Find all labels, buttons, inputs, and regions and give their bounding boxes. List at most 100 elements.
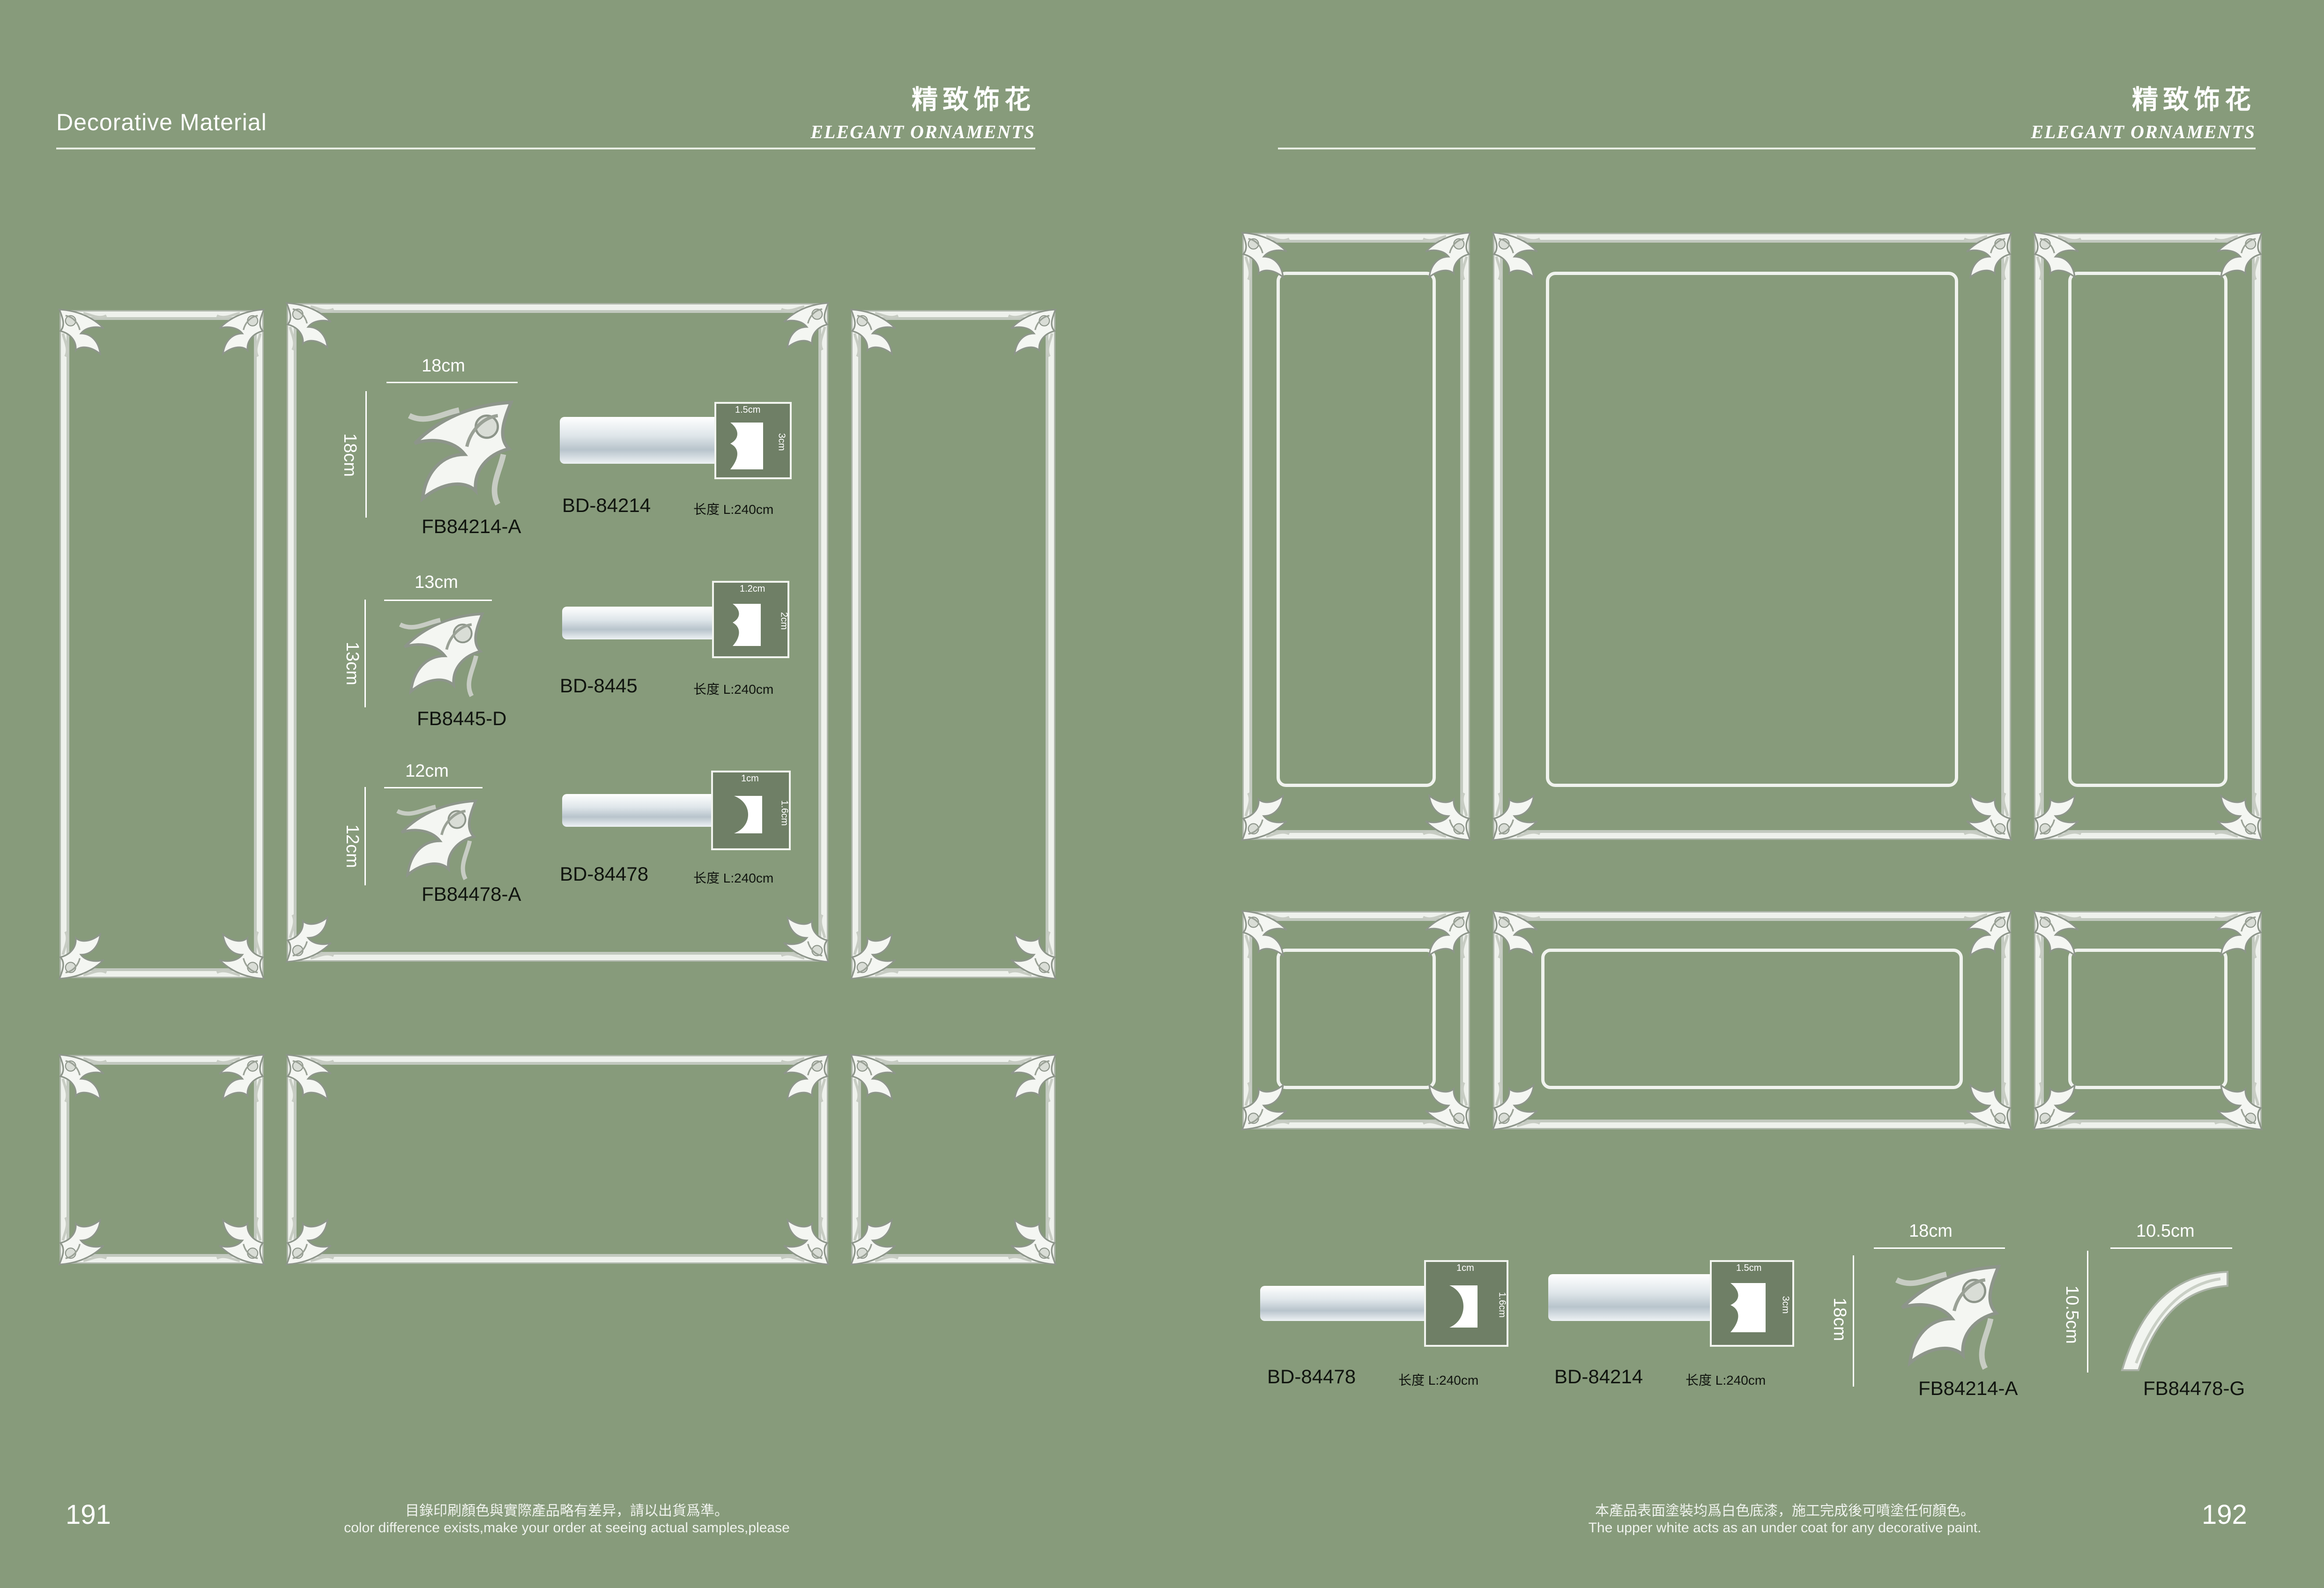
corner-ornament-icon <box>847 1212 903 1269</box>
ornament-height: 13cm <box>342 642 362 685</box>
header-cn-title-left: 精致饰花 <box>912 84 1035 115</box>
corner-ornament-icon <box>55 1212 111 1269</box>
corner-ornament-icon <box>776 1051 832 1107</box>
profile-width: 1.2cm <box>740 584 765 594</box>
ornament-code: FB8445-D <box>417 707 507 729</box>
wall-frame-short-left <box>61 1056 262 1262</box>
corner-ornament-icon <box>282 1212 339 1269</box>
section-title: Decorative Material <box>56 109 267 135</box>
molding-profile-icon: 1cm 1.6cm <box>711 771 791 850</box>
corner-ornament-icon <box>1418 907 1474 963</box>
footer-note-en: The upper white acts as an under coat fo… <box>1588 1520 1982 1536</box>
wall-frame-tall-left-r <box>1244 234 1469 839</box>
page-number-left: 191 <box>66 1499 111 1530</box>
corner-ornament-icon <box>55 927 111 983</box>
molding-sample <box>560 417 721 464</box>
corner-ornament-icon <box>1489 229 1545 285</box>
molding-sample <box>562 794 717 827</box>
corner-ornament-icon <box>776 910 832 966</box>
molding-sample <box>562 607 717 639</box>
ornament-code: FB84478-A <box>422 883 521 905</box>
corner-ornament-icon <box>1003 305 1060 362</box>
wall-frame-short-right-r <box>2035 913 2260 1128</box>
profile-height: 2cm <box>779 612 789 630</box>
molding-length: 长度 L:240cm <box>1685 1373 1766 1388</box>
corner-ornament-icon <box>1003 1051 1060 1107</box>
corner-ornament-icon <box>1489 907 1545 963</box>
wall-frame-tall-left <box>61 312 262 977</box>
corner-ornament-icon <box>1238 907 1294 963</box>
molding-sample <box>1260 1286 1429 1321</box>
wall-frame-tall-right-r <box>2035 234 2260 839</box>
profile-width: 1cm <box>741 773 759 784</box>
profile-width: 1.5cm <box>1736 1263 1762 1273</box>
footer-note-cn: 本產品表面塗裝均爲白色底漆，施工完成後可噴塗任何顏色。 <box>1595 1503 1975 1519</box>
corner-ornament-icon <box>282 299 339 355</box>
inner-panel <box>2068 272 2227 787</box>
dimension-line <box>384 787 483 788</box>
molding-length: 长度 L:240cm <box>693 682 774 697</box>
dimension-line <box>1874 1247 2005 1249</box>
header-rule-left <box>56 148 1035 149</box>
molding-profile-icon: 1cm 1.6cm <box>1424 1260 1508 1347</box>
corner-ornament-icon <box>2030 788 2086 844</box>
corner-ornament-icon <box>1003 927 1060 983</box>
inner-panel <box>1277 272 1436 787</box>
ornament-width: 18cm <box>1909 1221 1953 1241</box>
dimension-line <box>2087 1251 2088 1373</box>
dimension-line <box>365 391 367 518</box>
corner-ornament-icon <box>1959 907 2015 963</box>
dimension-line <box>1853 1255 1854 1387</box>
corner-ornament-icon <box>847 1051 903 1107</box>
corner-ornament-icon <box>212 927 268 983</box>
profile-height: 3cm <box>1780 1296 1791 1314</box>
corner-ornament-icon <box>282 910 339 966</box>
ornament-code: FB84214-A <box>1918 1377 2018 1399</box>
molding-length: 长度 L:240cm <box>693 871 774 885</box>
corner-ornament-icon <box>1959 229 2015 285</box>
molding-length: 长度 L:240cm <box>693 502 774 517</box>
ornament-height: 18cm <box>340 433 360 477</box>
footer-note-left: 目錄印刷顏色與實際產品略有差异，請以出貨爲準。 color difference… <box>262 1503 871 1536</box>
footer-note-en: color difference exists,make your order … <box>344 1520 790 1536</box>
dimension-line <box>364 600 366 707</box>
corner-ornament-icon <box>212 1051 268 1107</box>
molding-length: 长度 L:240cm <box>1398 1373 1479 1388</box>
corner-ornament-icon <box>776 299 832 355</box>
inner-panel <box>2068 949 2227 1089</box>
header-en-title-right: ELEGANT ORNAMENTS <box>2031 121 2256 142</box>
corner-ornament-icon <box>1489 1077 1545 1134</box>
inner-panel <box>1277 949 1436 1089</box>
corner-ornament-icon <box>847 927 903 983</box>
profile-height: 1.6cm <box>1497 1292 1507 1318</box>
dimension-line <box>386 382 518 383</box>
molding-profile-icon: 1.5cm 3cm <box>714 402 792 479</box>
corner-ornament-icon <box>1238 1077 1294 1134</box>
molding-code: BD-8445 <box>560 675 638 697</box>
ornament-height: 18cm <box>1829 1298 1849 1341</box>
molding-profile-icon: 1.2cm 2cm <box>712 581 789 658</box>
profile-width: 1cm <box>1456 1263 1474 1273</box>
wall-frame-short-center-r <box>1494 913 2010 1128</box>
profile-width: 1.5cm <box>735 405 761 415</box>
molding-code: BD-84478 <box>560 863 649 885</box>
corner-ornament-icon <box>1238 788 1294 844</box>
molding-code: BD-84478 <box>1267 1365 1356 1388</box>
wall-frame-tall-center-r <box>1494 234 2010 839</box>
page-number-right: 192 <box>2202 1499 2247 1530</box>
wall-frame-short-center <box>288 1056 827 1262</box>
profile-height: 1.6cm <box>779 800 790 826</box>
corner-ornament-icon <box>389 794 483 888</box>
corner-bracket-icon <box>2121 1270 2228 1371</box>
corner-ornament-icon <box>212 305 268 362</box>
corner-ornament-icon <box>2210 229 2266 285</box>
molding-code: BD-84214 <box>1554 1365 1643 1388</box>
corner-ornament-icon <box>2210 788 2266 844</box>
ornament-width: 12cm <box>405 761 449 781</box>
profile-height: 3cm <box>776 433 787 451</box>
molding-code: BD-84214 <box>562 494 651 516</box>
inner-panel <box>1541 949 1963 1089</box>
ornament-height: 12cm <box>342 824 362 868</box>
ornament-code: FB84478-G <box>2143 1377 2245 1399</box>
header-cn-title-right: 精致饰花 <box>2132 84 2256 115</box>
